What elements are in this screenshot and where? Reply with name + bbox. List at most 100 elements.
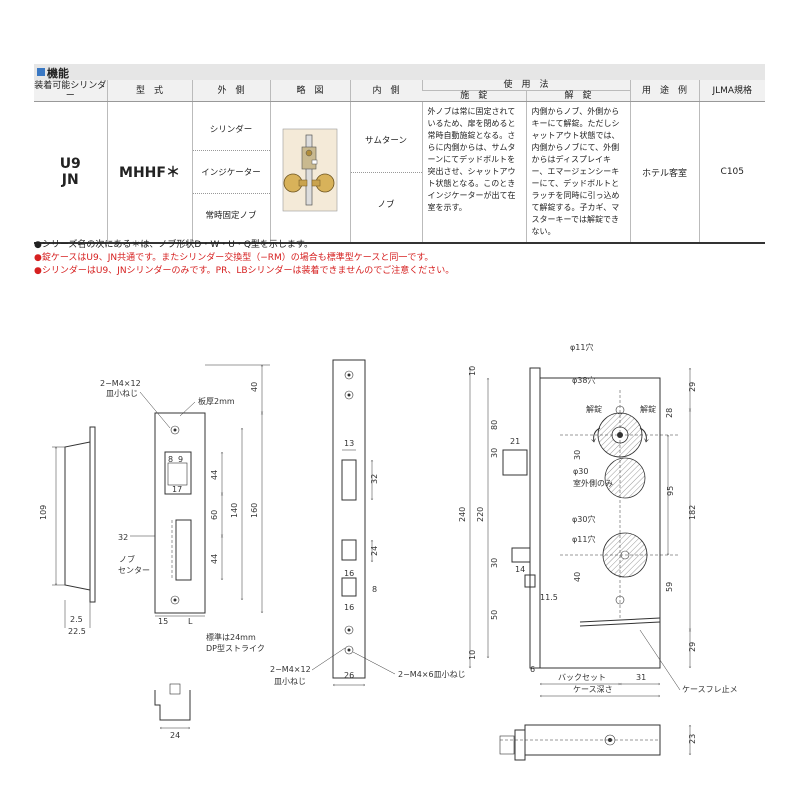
- dim-140: 140: [230, 503, 239, 518]
- dim-240: 240: [458, 507, 467, 522]
- header-model: 型 式: [106, 80, 192, 102]
- dim-95: 95: [666, 486, 675, 496]
- dim-15: 15: [158, 617, 168, 626]
- application-cell: ホテル客室: [629, 101, 700, 244]
- strike-box-view: 24: [154, 683, 191, 740]
- dim-30-c: 30: [573, 450, 582, 460]
- label-plate-thickness: 板厚2mm: [198, 396, 235, 406]
- note-1: ●シリーズ名の次にある＊は、ノブ形状D・W・U・Q型を示します。: [34, 240, 314, 250]
- dim-22-5: 22.5: [68, 627, 86, 636]
- header-usage: 使 用 法: [421, 80, 631, 91]
- label-strike-dp: DP型ストライク: [206, 644, 265, 653]
- exterior-cell: シリンダー インジケーター 常時固定ノブ: [191, 101, 270, 244]
- label-screw-m6: 2−M4×6皿小ねじ: [398, 670, 466, 679]
- label-screw-top-2: 皿小ねじ: [106, 389, 138, 398]
- lock-diagram-image: [282, 128, 338, 211]
- dim-29-a: 29: [688, 382, 697, 392]
- header-usage-unlock: 解 錠: [525, 90, 631, 102]
- dim-2-5: 2.5: [70, 615, 83, 624]
- label-strike-std: 標準は24mm: [206, 632, 256, 642]
- section-header: 機能: [34, 64, 765, 80]
- dim-26: 26: [344, 671, 354, 680]
- dim-8: 8: [168, 455, 173, 464]
- dim-24-w: 24: [170, 731, 180, 740]
- dim-30-b: 30: [490, 558, 499, 568]
- section-title: 機能: [47, 67, 69, 80]
- label-phi30-outer: φ30: [573, 467, 588, 476]
- notes: ●シリーズ名の次にある＊は、ノブ形状D・W・U・Q型を示します。 ●錠ケースはU…: [34, 239, 454, 278]
- label-screw-bottom-2: 皿小ねじ: [274, 677, 306, 686]
- dim-6: 6: [530, 665, 535, 674]
- header-application: 用 途 例: [629, 80, 700, 102]
- dim-11-5: 11.5: [540, 593, 558, 602]
- dim-50: 50: [490, 610, 499, 620]
- strike-plate-view: 2−M4×12 皿小ねじ 板厚2mm 8 9 17 32 ノブ センター 15 …: [100, 365, 270, 653]
- technical-drawing: 109 2.5 22.5 2−M4×12 皿小ねじ 板厚2mm 8 9 17 3…: [39, 342, 738, 761]
- dim-14: 14: [515, 565, 525, 574]
- usage-lock-text: 外ノブは常に固定されているため、扉を閉めると常時自動施錠となる。さらに内側からは…: [421, 101, 526, 244]
- dim-44-a: 44: [210, 470, 219, 480]
- model-cell: MHHF＊: [106, 101, 192, 244]
- label-phi38: φ38穴: [572, 375, 595, 385]
- header-exterior: 外 側: [191, 80, 270, 102]
- standard-cell: C105: [698, 101, 766, 244]
- dim-9: 9: [178, 455, 183, 464]
- label-screw-top: 2−M4×12: [100, 379, 141, 388]
- section-marker-icon: [37, 68, 45, 76]
- header-interior: 内 側: [349, 80, 422, 102]
- unlock-right-arrow-icon: [639, 427, 646, 442]
- spec-table: 装着可能シリンダー 型 式 外 側 略 図 内 側 使 用 法 用 途 例 JL…: [34, 80, 766, 244]
- label-screw-bottom: 2−M4×12: [270, 665, 311, 674]
- interior-thumbturn: サムターン: [365, 136, 407, 146]
- dim-L: L: [188, 617, 193, 626]
- label-case-stop: ケースフレ止メ: [682, 684, 738, 694]
- label-phi30: φ30穴: [572, 514, 595, 524]
- series-u9: U9: [59, 156, 81, 172]
- lock-plan-view: 23: [499, 724, 697, 761]
- dim-21: 21: [510, 437, 520, 446]
- label-unlock-left: 解錠: [586, 404, 602, 414]
- dim-16-a: 16: [344, 569, 354, 578]
- interior-knob: ノブ: [350, 171, 422, 236]
- usage-unlock-text: 内側からノブ、外側からキーにて解錠。ただしシャットアウト状態では、内側からノブに…: [525, 101, 631, 244]
- dim-10-a: 10: [468, 366, 477, 376]
- dim-16-b: 16: [344, 603, 354, 612]
- dim-160: 160: [250, 503, 259, 518]
- dim-40: 40: [250, 382, 259, 392]
- dim-59: 59: [665, 582, 674, 592]
- dim-24: 24: [370, 546, 379, 556]
- dim-10-b: 10: [468, 650, 477, 660]
- dim-23: 23: [688, 734, 697, 744]
- label-unlock-right: 解錠: [640, 404, 656, 414]
- lock-case-view: φ11穴 φ38穴 解錠 解錠 φ30 室外側のみ φ30穴 φ11穴 240 …: [458, 342, 738, 696]
- dim-31: 31: [636, 673, 646, 682]
- dim-60: 60: [210, 510, 219, 520]
- dim-44-b: 44: [210, 554, 219, 564]
- exterior-cylinder: シリンダー: [209, 125, 253, 135]
- header-standard: JLMA規格: [698, 80, 766, 102]
- note-3: ●シリンダーはU9、JNシリンダーのみです。PR、LBシリンダーは装着できません…: [34, 266, 455, 276]
- unlock-left-arrow-icon: [594, 427, 601, 442]
- label-knob-center: センター: [118, 566, 150, 575]
- note-2: ●錠ケースはU9、JN共通です。またシリンダー交換型（−RM）の場合も標準型ケー…: [34, 253, 434, 263]
- label-phi30-outer-2: 室外側のみ: [573, 478, 613, 488]
- dim-29-b: 29: [688, 642, 697, 652]
- dim-13: 13: [344, 439, 354, 448]
- dim-80: 80: [490, 420, 499, 430]
- header-usage-lock: 施 錠: [422, 90, 526, 102]
- label-knob: ノブ: [119, 554, 135, 564]
- header-diagram: 略 図: [269, 80, 350, 102]
- dim-32-b: 32: [370, 474, 379, 484]
- series-jn: JN: [61, 172, 79, 188]
- dim-182: 182: [688, 505, 697, 520]
- label-phi11-bottom: φ11穴: [572, 534, 595, 544]
- dim-30-a: 30: [490, 448, 499, 458]
- lock-face-view: 13 32 24 16 16 8 26 2−M4×12 皿小ねじ 2−M4×6皿…: [270, 359, 466, 686]
- dim-40-b: 40: [573, 572, 582, 582]
- dim-17: 17: [172, 485, 182, 494]
- label-backset: バックセット: [558, 673, 606, 682]
- exterior-indicator: インジケーター: [192, 150, 270, 193]
- dim-109: 109: [39, 505, 48, 520]
- header-series: 装着可能シリンダー: [34, 80, 107, 102]
- dim-8-b: 8: [372, 585, 377, 594]
